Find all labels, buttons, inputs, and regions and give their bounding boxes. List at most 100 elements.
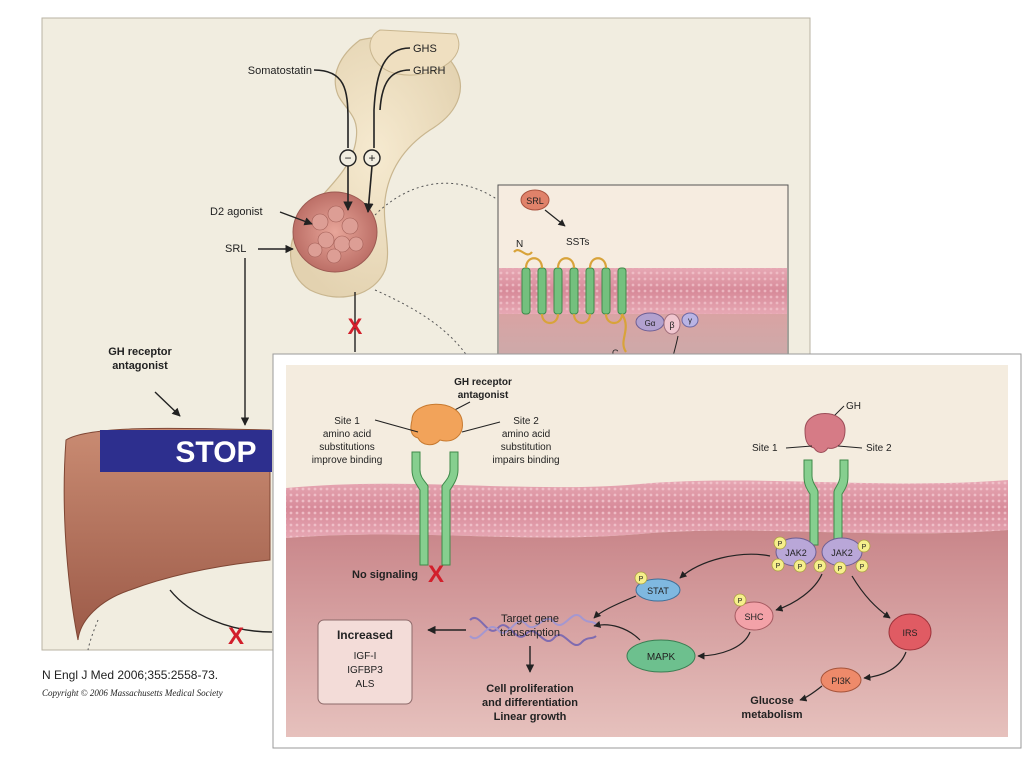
irs-to-pi3k-arrow xyxy=(863,651,907,681)
gh-site2-label: Site 2 xyxy=(866,443,892,454)
site2-line: impairs binding xyxy=(492,455,559,466)
liver-dotted-line xyxy=(87,619,99,651)
g-beta-subunit xyxy=(663,313,681,335)
stat-phosphate xyxy=(634,571,648,585)
site2-line: substitution xyxy=(501,442,552,453)
phosphate-label: P xyxy=(798,564,803,571)
outcome-line2: and differentiation xyxy=(482,697,578,709)
inset-c-label: C xyxy=(612,348,619,358)
somatostatin-label: Somatostatin xyxy=(248,65,312,77)
glucose-label-line2: metabolism xyxy=(741,709,802,721)
glucose-label-line1: Glucose xyxy=(750,695,793,707)
minus-sign: − xyxy=(344,151,351,165)
site2-line: Site 2 xyxy=(513,416,539,427)
d2-agonist-label: D2 agonist xyxy=(210,206,263,218)
tumor-cells xyxy=(307,205,364,264)
antagonist-arrow xyxy=(154,391,181,417)
stat-phosphate-label: P xyxy=(639,576,644,583)
no-signaling-mark: X xyxy=(428,561,444,588)
increased-item-als: ALS xyxy=(356,679,375,690)
pi3k-to-glucose-arrow xyxy=(799,685,823,702)
phosphate-label: P xyxy=(776,563,781,570)
g-gamma-subunit xyxy=(681,312,699,328)
increased-box xyxy=(317,619,413,705)
outcome-line1: Cell proliferation xyxy=(486,683,574,695)
mapk-to-transcription-arrow xyxy=(593,620,641,641)
irs-protein xyxy=(888,613,932,651)
stop-label: STOP xyxy=(175,436,256,469)
sst-receptor-inset: SRL N SSTs C Gα β γ xyxy=(497,184,789,361)
mapk-protein xyxy=(626,639,696,673)
ghrh-label: GHRH xyxy=(413,65,445,77)
gh-site2-leader xyxy=(837,445,863,449)
gh-site1-label: Site 1 xyxy=(752,443,778,454)
shc-phosphate xyxy=(733,593,747,607)
shc-protein xyxy=(734,601,774,631)
shc-phosphate-label: P xyxy=(738,598,743,605)
srl-binding-arrow xyxy=(544,209,566,227)
jak-to-stat-arrow xyxy=(679,553,771,579)
g-alpha-label: Gα xyxy=(645,319,656,328)
figure-2-panel: GH receptor antagonist Site 1 amino acid… xyxy=(272,353,1022,749)
feedback-blocked-mark: X xyxy=(228,623,244,650)
gh-receptor-left xyxy=(411,451,459,566)
outcome-line3: Linear growth xyxy=(494,711,567,723)
inset-connector-top xyxy=(374,182,506,216)
gh-label: GH xyxy=(846,401,861,412)
site1-line: substitutions xyxy=(319,442,375,453)
intracellular-loops xyxy=(540,313,624,325)
copyright-text: Copyright © 2006 Massachusetts Medical S… xyxy=(42,688,223,698)
target-gene-label-line1: Target gene xyxy=(501,613,559,625)
stop-banner xyxy=(100,430,272,472)
ghrh-line xyxy=(379,69,411,111)
gh-receptor-right xyxy=(803,459,849,546)
site1-line: amino acid xyxy=(323,429,371,440)
citation-text: N Engl J Med 2006;355:2558-73. xyxy=(42,668,219,682)
stat-label: STAT xyxy=(647,586,669,596)
gh-site1-leader xyxy=(785,445,813,449)
g-gamma-label: γ xyxy=(688,316,692,325)
gh-molecule xyxy=(804,413,846,453)
stat-protein xyxy=(635,578,681,602)
sst-helices xyxy=(521,267,627,315)
shc-to-mapk-arrow xyxy=(697,631,751,660)
gh-receptor-antagonist-label-line2: antagonist xyxy=(112,360,168,372)
phosphate-label: P xyxy=(838,566,843,573)
jak2-left-label: JAK2 xyxy=(785,548,807,558)
phosphate-label: P xyxy=(778,541,783,548)
d2-agonist-arrow xyxy=(279,211,313,226)
srl-molecule xyxy=(520,189,550,211)
site1-line: Site 1 xyxy=(334,416,360,427)
site2-leader-line xyxy=(461,421,501,433)
srl-label: SRL xyxy=(225,243,246,255)
c-terminal-chain xyxy=(621,313,627,353)
site2-description: Site 2 amino acid substitution impairs b… xyxy=(492,416,559,466)
n-terminal-chain xyxy=(513,249,533,256)
liver xyxy=(63,427,271,641)
plus-sign: + xyxy=(368,151,375,165)
jak-to-irs-arrow xyxy=(851,575,891,619)
mapk-label: MAPK xyxy=(647,652,676,663)
phosphate-labels: P P P P P P P xyxy=(776,541,867,573)
pi3k-protein xyxy=(820,667,862,693)
phosphate-label: P xyxy=(860,564,865,571)
inset-srl-label: SRL xyxy=(526,196,544,206)
site1-description: Site 1 amino acid substitutions improve … xyxy=(312,416,383,466)
stat-to-transcription-arrow xyxy=(593,595,637,619)
ghrh-arrow xyxy=(363,165,374,213)
no-signaling-label: No signaling xyxy=(352,569,418,581)
inset-connector-bottom xyxy=(374,289,471,361)
increased-item-igfbp3: IGFBP3 xyxy=(347,665,383,676)
phosphate-label: P xyxy=(818,564,823,571)
antagonist-title-line2: antagonist xyxy=(458,390,509,401)
extracellular-loops xyxy=(524,257,608,269)
irs-label: IRS xyxy=(902,628,917,638)
phosphate-label: P xyxy=(862,544,867,551)
pituitary-dome xyxy=(369,29,460,76)
ghs-line xyxy=(373,47,411,148)
ghs-label: GHS xyxy=(413,43,437,55)
gh-receptor-antagonist-molecule xyxy=(410,403,463,446)
site1-line: improve binding xyxy=(312,455,383,466)
increased-title: Increased xyxy=(337,628,393,642)
